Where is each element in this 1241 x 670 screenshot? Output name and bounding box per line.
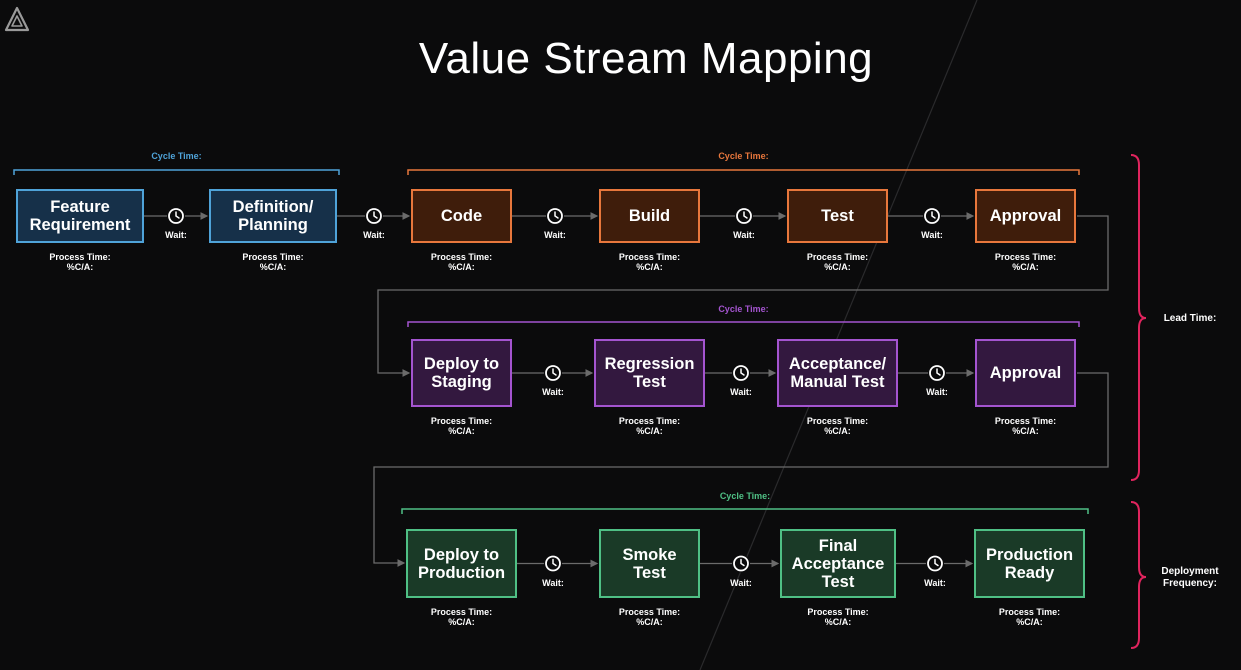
process-time-label: Process Time: %C/A: — [998, 607, 1061, 627]
cycle-time-label: Cycle Time: — [719, 491, 771, 501]
process-time-label: Process Time: %C/A: — [806, 416, 869, 436]
clock-hands — [934, 558, 939, 567]
cycle-time-label: Cycle Time: — [718, 304, 769, 314]
process-box: Deploy to Production — [406, 529, 517, 598]
process-time-label: Process Time: %C/A: — [994, 416, 1057, 436]
process-box: Deploy to Staging — [411, 339, 512, 407]
clock-icon — [733, 555, 749, 572]
process-time-label: Process Time: %C/A: — [806, 252, 869, 272]
wait-label: Wait: — [921, 230, 943, 240]
process-time-label: Process Time: %C/A: — [807, 607, 869, 627]
cycle-time-bracket — [401, 508, 1089, 514]
process-box: Feature Requirement — [16, 189, 144, 243]
process-box: Regression Test — [594, 339, 705, 407]
clock-hands — [740, 558, 745, 567]
clock-icon — [927, 555, 943, 572]
process-box: Approval — [975, 189, 1076, 243]
clock-hands — [931, 211, 936, 219]
wait-label: Wait: — [544, 230, 566, 240]
lead-time-label: Lead Time: — [1163, 313, 1217, 324]
clock-hands — [554, 211, 559, 219]
clock-hands — [552, 558, 557, 567]
process-box: Test — [787, 189, 888, 243]
wait-label: Wait: — [363, 230, 385, 240]
process-time-label: Process Time: %C/A: — [618, 416, 681, 436]
process-box: Definition/ Planning — [209, 189, 337, 243]
process-box: Final Acceptance Test — [780, 529, 896, 598]
clock-hands — [743, 211, 748, 219]
triangle-logo-icon — [4, 6, 30, 37]
process-time-label: Process Time: %C/A: — [618, 252, 681, 272]
clock-icon — [545, 555, 561, 572]
process-box: Smoke Test — [599, 529, 700, 598]
clock-icon — [736, 208, 752, 224]
lead-time-brace — [1130, 154, 1147, 481]
row-wrap-connector — [377, 215, 1109, 377]
process-time-label: Process Time: %C/A: — [430, 416, 493, 436]
process-time-label: Process Time: %C/A: — [242, 252, 304, 272]
process-time-label: Process Time: %C/A: — [430, 252, 493, 272]
cycle-time-bracket — [407, 321, 1080, 327]
deployment-frequency-label: Deployment Frequency: — [1161, 566, 1219, 589]
cycle-time-label: Cycle Time: — [151, 151, 202, 161]
clock-hands — [740, 368, 745, 376]
process-box: Acceptance/ Manual Test — [777, 339, 898, 407]
wait-label: Wait: — [730, 577, 752, 588]
wait-label: Wait: — [733, 230, 755, 240]
clock-icon — [547, 208, 563, 224]
process-box: Build — [599, 189, 700, 243]
process-time-label: Process Time: %C/A: — [49, 252, 111, 272]
row-wrap-connector — [373, 372, 1109, 567]
deployment-frequency-brace — [1130, 501, 1147, 649]
process-time-label: Process Time: %C/A: — [994, 252, 1057, 272]
wait-label: Wait: — [542, 387, 564, 397]
clock-hands — [175, 211, 180, 219]
clock-hands — [373, 211, 378, 219]
process-time-label: Process Time: %C/A: — [618, 607, 681, 627]
clock-icon — [924, 208, 940, 224]
process-box: Approval — [975, 339, 1076, 407]
process-box: Code — [411, 189, 512, 243]
process-time-label: Process Time: %C/A: — [430, 607, 493, 627]
wait-label: Wait: — [924, 577, 946, 588]
clock-icon — [168, 208, 184, 224]
cycle-time-label: Cycle Time: — [718, 151, 769, 161]
cycle-time-bracket — [13, 169, 340, 175]
clock-icon — [733, 365, 749, 381]
clock-icon — [545, 365, 561, 381]
page-title: Value Stream Mapping — [418, 34, 874, 83]
wait-label: Wait: — [542, 577, 564, 588]
cycle-time-bracket — [407, 169, 1080, 175]
clock-hands — [936, 368, 941, 376]
process-box: Production Ready — [974, 529, 1085, 598]
clock-icon — [366, 208, 382, 224]
wait-label: Wait: — [926, 387, 948, 397]
wait-label: Wait: — [165, 230, 187, 240]
clock-icon — [929, 365, 945, 381]
clock-hands — [552, 368, 557, 376]
wait-label: Wait: — [730, 387, 752, 397]
